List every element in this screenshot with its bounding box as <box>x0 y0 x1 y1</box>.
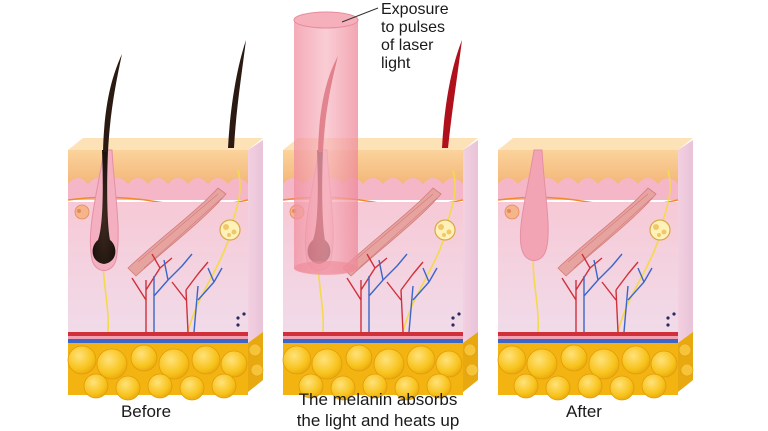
before-label: Before <box>96 401 196 422</box>
callout-line: to pulses <box>381 19 449 37</box>
middle-label-line: the light and heats up <box>268 410 488 431</box>
after-label: After <box>534 401 634 422</box>
callout-line: light <box>381 55 449 73</box>
laser-callout: Exposure to pulses of laser light <box>381 1 449 73</box>
laser-beam-icon <box>294 12 358 275</box>
panel-before <box>68 138 263 400</box>
panel-after <box>498 138 693 400</box>
callout-line: of laser <box>381 37 449 55</box>
hair-shaft <box>103 54 122 152</box>
middle-label: The melanin absorbs the light and heats … <box>268 389 488 431</box>
callout-line: Exposure <box>381 1 449 19</box>
middle-label-line: The melanin absorbs <box>268 389 488 410</box>
hair-shaft <box>228 40 246 148</box>
